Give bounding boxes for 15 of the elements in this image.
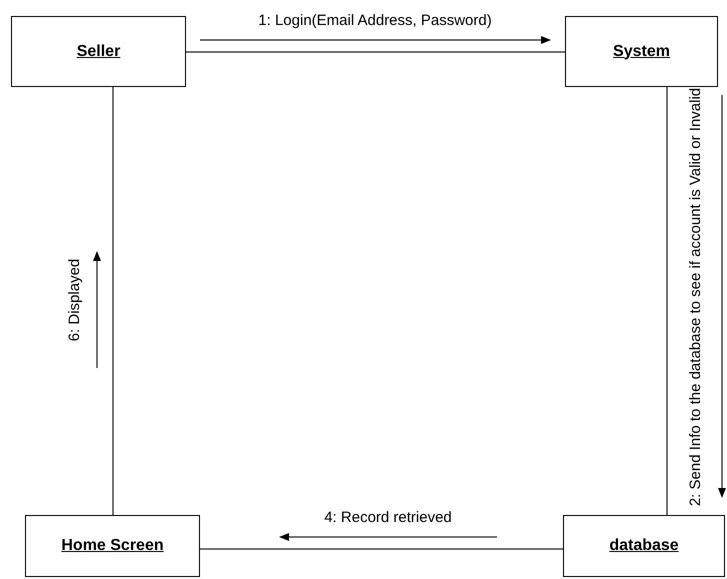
object-name: Home Screen: [61, 536, 164, 556]
message-label: 2: Send Info to the database to see if account is Valid or Invalid: [687, 87, 705, 507]
message-label: 1: Login(Email Address, Password): [257, 12, 493, 30]
object-box: [565, 16, 718, 87]
object-name: Seller: [76, 42, 120, 62]
message-label: 4: Record retrieved: [323, 509, 453, 527]
link-line: [112, 86, 114, 516]
object-box: [25, 515, 200, 577]
link-line: [200, 548, 564, 550]
object-name: database: [609, 536, 679, 556]
link-line: [666, 86, 668, 516]
message-label: 6: Displayed: [66, 258, 84, 344]
object-name: System: [613, 42, 670, 62]
object-box: [11, 16, 186, 87]
object-box: [563, 515, 725, 577]
